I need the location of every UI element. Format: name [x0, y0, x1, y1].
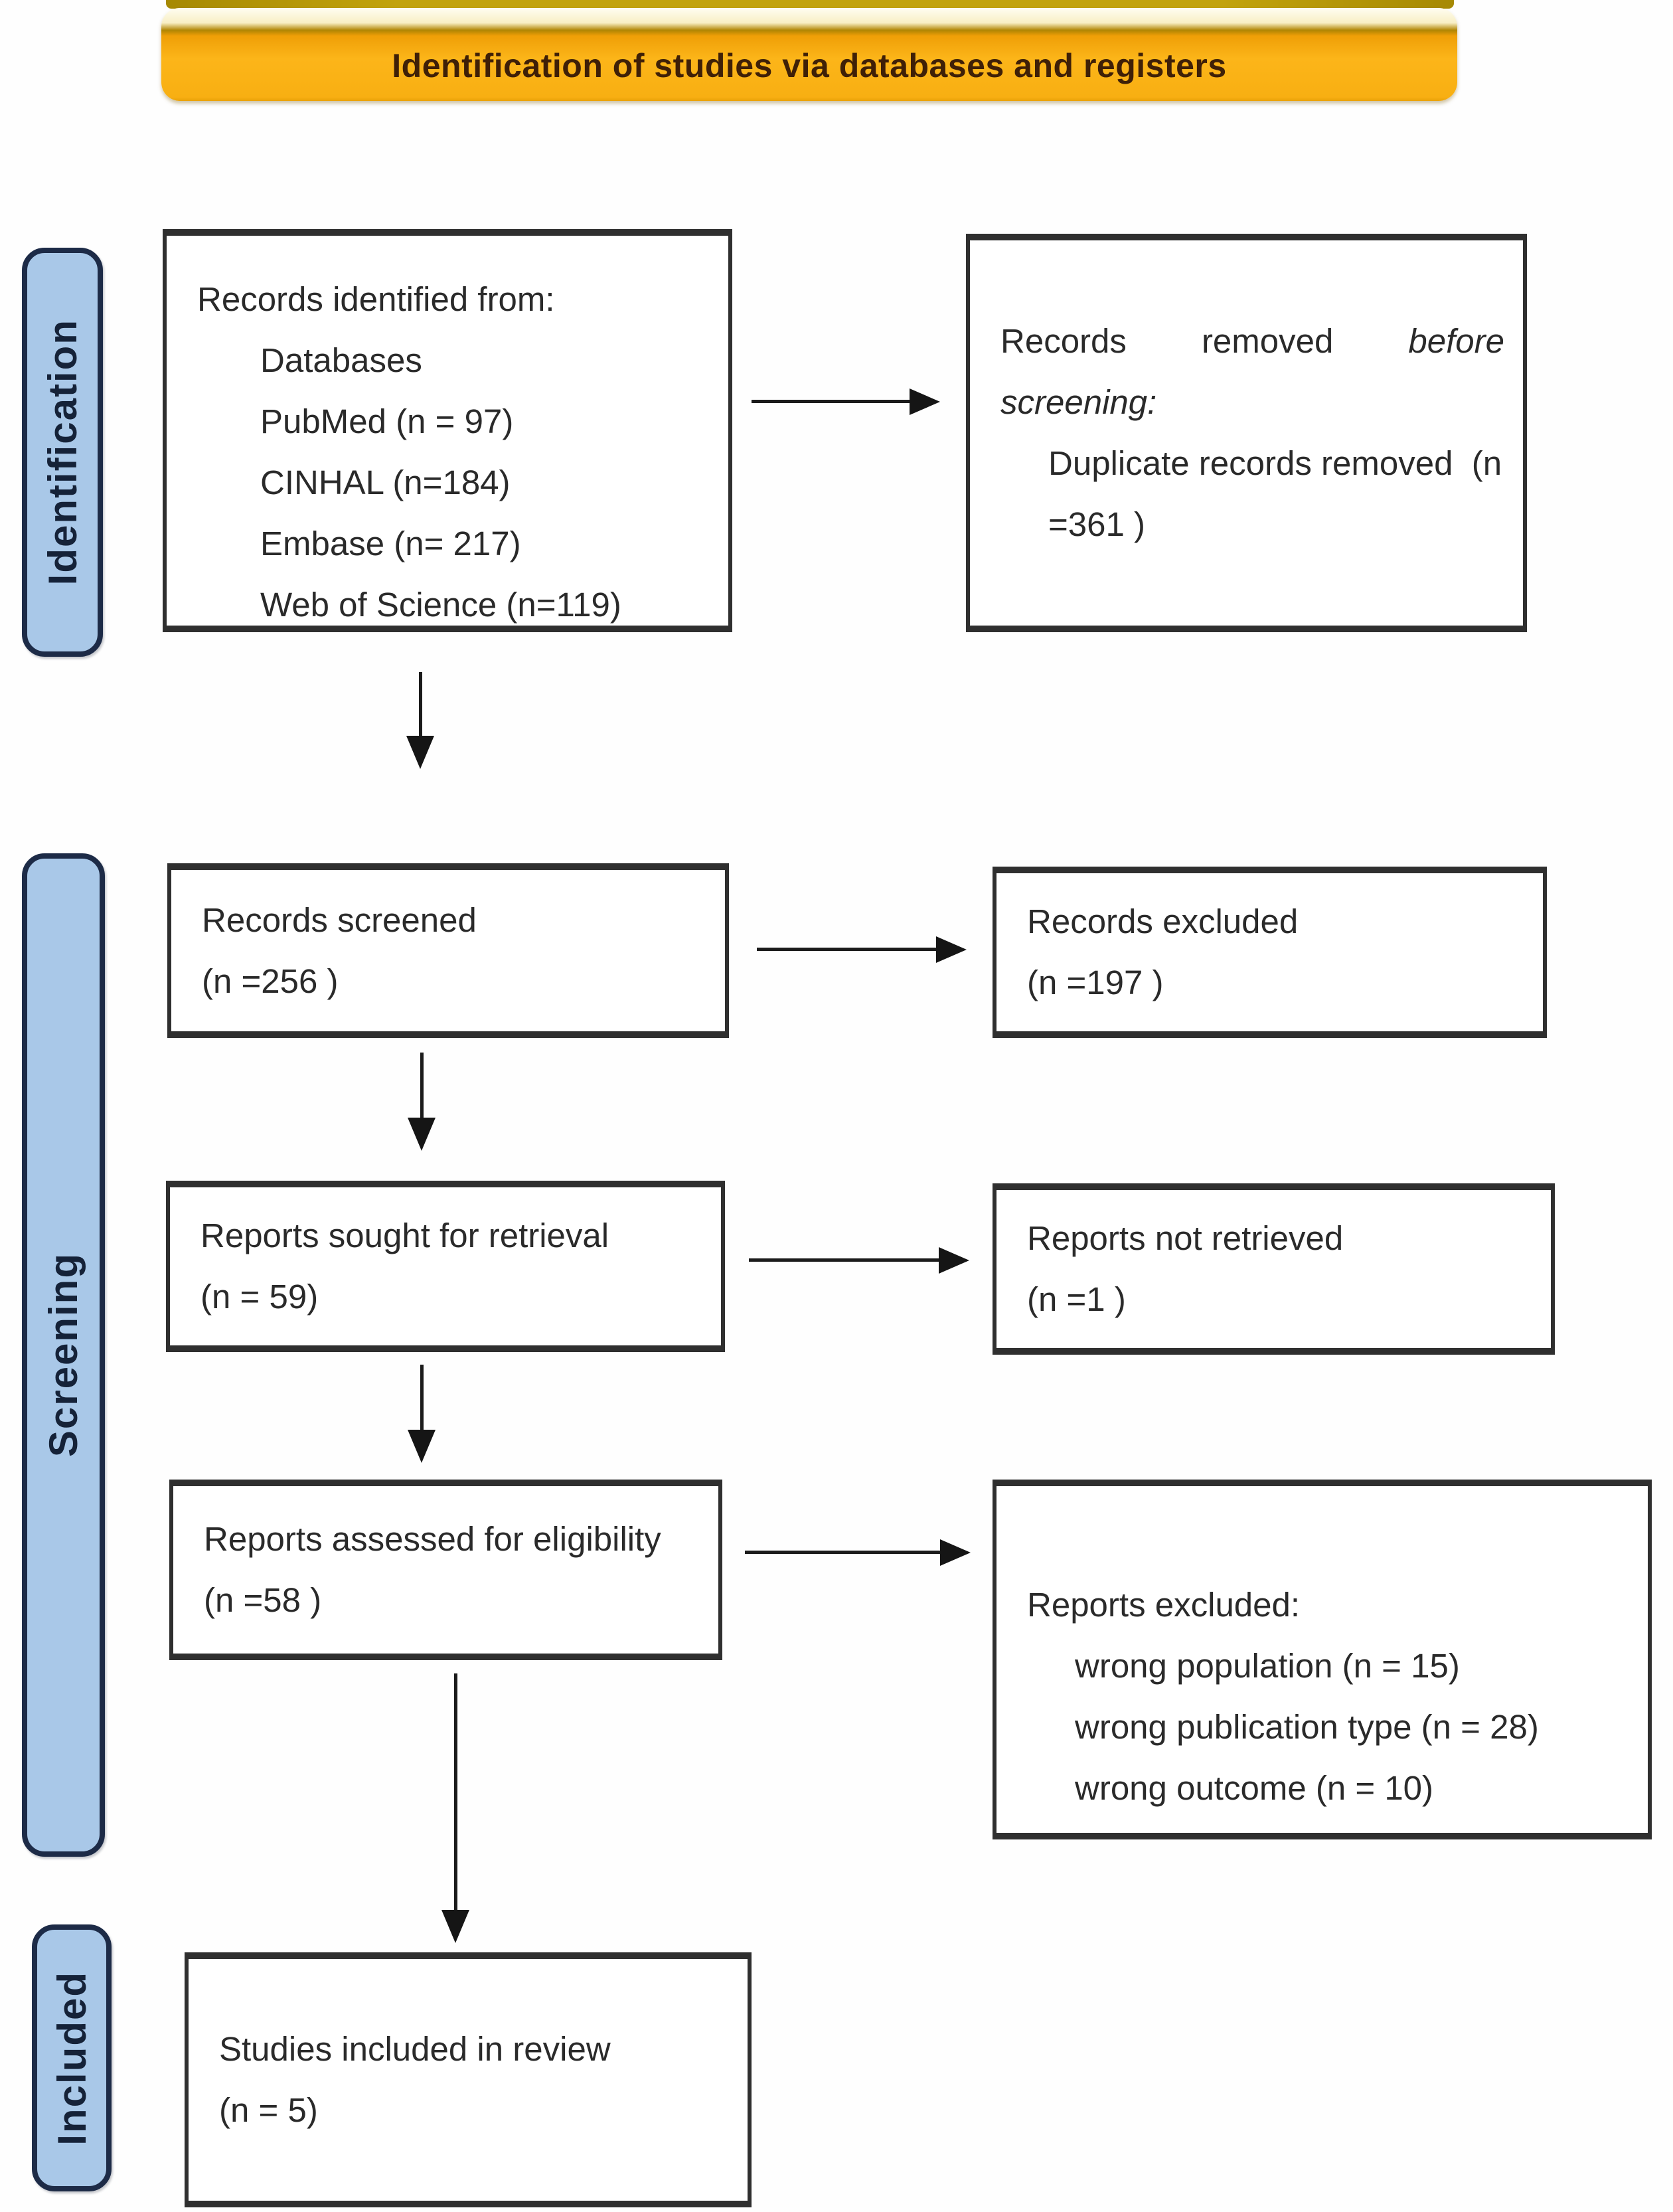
studies-included-line: Studies included in review — [219, 2030, 611, 2068]
records-screened-line: (n =256 ) — [202, 962, 339, 1000]
arrow-right-icon — [910, 388, 940, 415]
records-removed-word: Records — [1000, 322, 1127, 360]
stage-label-screening-text: Screening — [41, 1252, 86, 1458]
box-reports-not-retrieved: Reports not retrieved (n =1 ) — [993, 1183, 1555, 1355]
records-identified-line: Databases — [260, 341, 422, 379]
flow-banner: Identification of studies via databases … — [161, 8, 1457, 101]
records-identified-line: CINHAL (n=184) — [260, 464, 511, 501]
reports-excluded-item: wrong population (n = 15) — [1075, 1647, 1460, 1685]
arrow-down-icon — [408, 1430, 436, 1463]
arrow-down-icon — [408, 1118, 436, 1151]
records-removed-word: before — [1408, 322, 1504, 360]
arrow-assessed-to-included-line — [454, 1673, 457, 1911]
box-records-identified: Records identified from: Databases PubMe… — [163, 229, 732, 632]
records-identified-line: PubMed (n = 97) — [260, 402, 514, 440]
reports-sought-line: (n = 59) — [200, 1278, 319, 1316]
reports-not-retrieved-line: (n =1 ) — [1027, 1280, 1126, 1318]
arrow-assessed-to-excluded-line — [745, 1551, 941, 1554]
top-gold-strip — [166, 0, 1454, 9]
arrow-down-icon — [406, 736, 434, 769]
reports-assessed-line: (n =58 ) — [204, 1581, 322, 1619]
arrow-right-icon — [940, 1539, 971, 1566]
box-reports-assessed: Reports assessed for eligibility (n =58 … — [169, 1480, 722, 1660]
records-excluded-line: Records excluded — [1027, 902, 1299, 940]
stage-label-identification: Identification — [22, 248, 103, 657]
records-removed-line1: Records removed before — [970, 311, 1523, 372]
stage-label-screening: Screening — [22, 853, 105, 1857]
records-identified-line: Web of Science (n=119) — [260, 586, 621, 624]
reports-excluded-item: wrong outcome (n = 10) — [1075, 1769, 1434, 1807]
banner-title: Identification of studies via databases … — [392, 47, 1227, 84]
records-identified-line: Records identified from: — [197, 280, 555, 318]
records-removed-word: removed — [1201, 322, 1334, 360]
reports-sought-line: Reports sought for retrieval — [200, 1217, 609, 1254]
reports-not-retrieved-line: Reports not retrieved — [1027, 1219, 1344, 1257]
box-studies-included: Studies included in review (n = 5) — [185, 1952, 752, 2207]
reports-assessed-line: Reports assessed for eligibility — [204, 1520, 661, 1558]
studies-included-line: (n = 5) — [219, 2091, 318, 2129]
stage-label-included: Included — [32, 1924, 112, 2191]
records-identified-line: Embase (n= 217) — [260, 525, 521, 562]
arrow-identified-to-removed-line — [752, 400, 911, 403]
stage-label-included-text: Included — [49, 1970, 94, 2146]
arrow-down-icon — [441, 1910, 469, 1943]
records-screened-line: Records screened — [202, 900, 477, 939]
box-records-excluded: Records excluded (n =197 ) — [993, 867, 1547, 1038]
box-reports-excluded: Reports excluded: wrong population (n = … — [993, 1480, 1652, 1839]
box-records-removed: Records removed before screening: Duplic… — [966, 234, 1527, 632]
arrow-sought-to-notretrieved-line — [749, 1258, 940, 1262]
box-reports-sought: Reports sought for retrieval (n = 59) — [166, 1181, 725, 1352]
reports-excluded-item: wrong publication type (n = 28) — [1075, 1708, 1539, 1746]
arrow-right-icon — [936, 936, 967, 963]
arrow-identified-to-screened-line — [419, 672, 422, 738]
stage-label-identification-text: Identification — [40, 319, 85, 586]
box-records-screened: Records screened (n =256 ) — [167, 863, 729, 1038]
arrow-sought-to-assessed-line — [420, 1365, 424, 1431]
reports-excluded-title: Reports excluded: — [1027, 1586, 1301, 1624]
arrow-screened-to-excluded-line — [757, 948, 937, 951]
records-excluded-line: (n =197 ) — [1027, 964, 1164, 1001]
arrow-screened-to-sought-line — [420, 1053, 424, 1119]
records-removed-line2: screening: — [1000, 383, 1157, 421]
records-removed-item: Duplicate records removed (n =361 ) — [1048, 444, 1502, 543]
arrow-right-icon — [939, 1247, 969, 1274]
